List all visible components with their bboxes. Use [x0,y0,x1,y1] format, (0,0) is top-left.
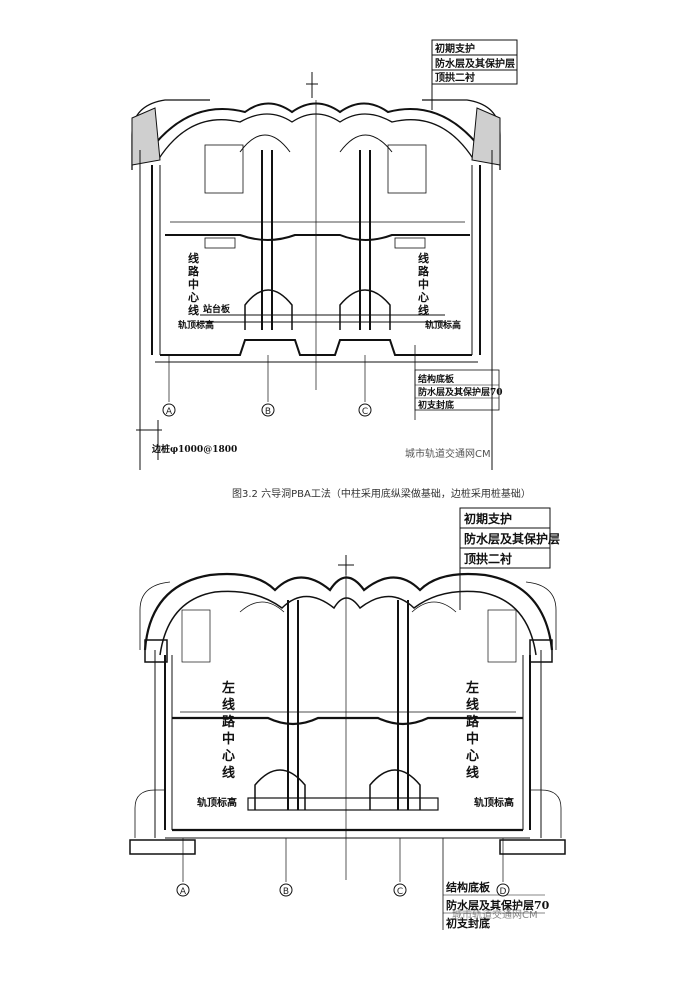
figure-1-bottom-initial-seal: 初支封底 [418,399,454,411]
figure-1-bottom-structure-slab: 结构底板 [418,373,455,385]
figure-1-right-centerline-label: 线路中心线 [418,251,430,317]
svg-text:左线路中心线: 左线路中心线 [222,680,236,781]
figure-2-section-drawing [129,507,566,930]
axis-marker-d [496,883,510,897]
figure-2-bottom-structure-slab: 结构底板 [445,880,491,894]
svg-text:线路中心线: 线路中心线 [418,251,430,317]
figure-1-left-centerline-label: 线路中心线 [188,251,200,317]
figure-1-legend-box [431,39,518,110]
axis-marker-a [162,403,176,417]
figure-2-right-centerline-label: 左线路中心线 [466,680,480,781]
axis-label-c: C [397,887,403,897]
figure-2-legend-waterproof-layer: 防水层及其保护层 [464,531,560,546]
figure-1-axis-markers: A B C [162,403,372,417]
figure-1-pile-label: 边桩φ1000@1800 [151,443,237,455]
axis-marker-b [261,403,275,417]
axis-marker-c [358,403,372,417]
figure-1-legend-waterproof-layer: 防水层及其保护层 [435,57,515,70]
figure-2-left-centerline-label: 左线路中心线 [222,680,236,781]
figure-2-rail-top-right: 轨顶标高 [474,796,514,809]
figure-2-bottom-initial-seal: 初支封底 [446,916,490,930]
figure-2-legend-initial-support: 初期支护 [464,511,512,526]
figure-1-bottom-waterproof: 防水层及其保护层70 [418,386,503,398]
axis-label-b: B [265,407,271,417]
axis-marker-b [279,883,293,897]
figure-2-legend-arch-lining: 顶拱二衬 [464,551,512,566]
axis-label-c: C [362,407,368,417]
axis-label-d: D [500,887,507,897]
figure-1-legend-arch-lining: 顶拱二衬 [435,71,475,84]
figure-2-rail-top-left: 轨顶标高 [197,796,237,809]
axis-marker-c [393,883,407,897]
figure-1-rail-top-left: 轨顶标高 [178,319,214,331]
figure-2-bottom-waterproof: 防水层及其保护层70 [446,898,550,912]
axis-label-b: B [283,887,289,897]
figure-1-legend-initial-support: 初期支护 [435,42,475,55]
figure-caption: 图3.2 六导洞PBA工法（中柱采用底纵梁做基础，边桩采用桩基础） [232,487,531,500]
figure-2-axis-markers: A B C D [176,883,510,897]
axis-label-a: A [180,887,187,897]
figure-1-platform-label: 站台板 [203,303,231,315]
svg-text:线路中心线: 线路中心线 [188,251,200,317]
figure-2-watermark: 城市轨道交通网CM [452,908,538,921]
figure-1-section-drawing [131,39,518,470]
figure-1-watermark: 城市轨道交通网CM [405,447,491,460]
axis-label-a: A [166,407,173,417]
figure-1-rail-top-right: 轨顶标高 [425,319,461,331]
svg-text:左线路中心线: 左线路中心线 [466,680,480,781]
axis-marker-a [176,883,190,897]
